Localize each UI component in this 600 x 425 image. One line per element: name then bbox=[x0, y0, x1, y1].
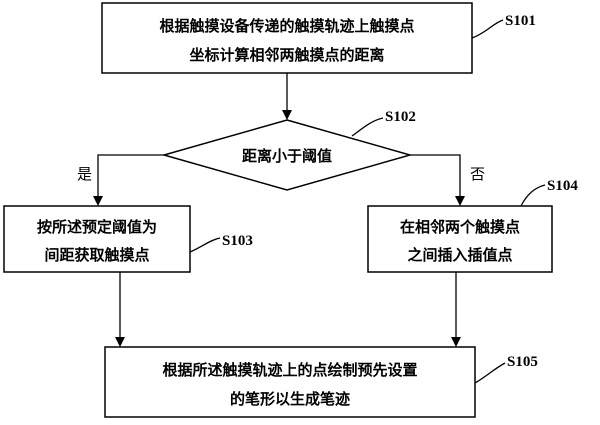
callout-leader-s104 bbox=[520, 184, 546, 207]
branch-no-label: 否 bbox=[470, 165, 485, 183]
step-box-s104 bbox=[367, 205, 553, 273]
arrow-s104-to-s105-head bbox=[451, 337, 461, 347]
step-box-s105 bbox=[104, 346, 476, 418]
step-box-s101 bbox=[101, 2, 473, 74]
step-label-s102: S102 bbox=[385, 109, 416, 125]
arrow-s101-to-s102-head bbox=[282, 110, 292, 120]
callout-leader-s101 bbox=[471, 19, 504, 39]
callout-leader-s102 bbox=[351, 117, 384, 137]
step-s104-line-1: 在相邻两个触摸点 bbox=[400, 218, 520, 236]
step-s101-line-2: 坐标计算相邻两触摸点的距离 bbox=[189, 46, 384, 64]
step-label-s103: S103 bbox=[222, 233, 253, 249]
step-s104-line-2: 之间插入插值点 bbox=[407, 246, 512, 264]
callout-leader-s105 bbox=[474, 362, 506, 384]
branch-yes-line bbox=[97, 154, 164, 197]
step-s103-line-2: 间距获取触摸点 bbox=[44, 246, 149, 264]
branch-yes-label: 是 bbox=[77, 165, 92, 183]
step-s103-line-1: 按所述预定阈值为 bbox=[37, 218, 157, 236]
decision-diamond-s102 bbox=[161, 119, 413, 191]
step-s105-line-1: 根据所述触摸轨迹上的点绘制预先设置 bbox=[162, 361, 417, 379]
branch-no-line bbox=[410, 154, 461, 197]
step-s101-line-1: 根据触摸设备传递的触摸轨迹上触摸点 bbox=[159, 17, 414, 35]
branch-yes-arrowhead bbox=[93, 196, 103, 206]
step-label-s101: S101 bbox=[505, 13, 536, 29]
step-label-s104: S104 bbox=[547, 178, 578, 194]
branch-no-arrowhead bbox=[455, 196, 465, 206]
callout-leader-s103 bbox=[189, 237, 221, 253]
step-s105-line-2: 的笔形以生成笔迹 bbox=[230, 390, 350, 408]
step-box-s103 bbox=[3, 205, 191, 273]
decision-s102-text: 距离小于阈值 bbox=[242, 147, 332, 165]
step-label-s105: S105 bbox=[507, 354, 538, 370]
arrow-s103-to-s105-head bbox=[115, 337, 125, 347]
